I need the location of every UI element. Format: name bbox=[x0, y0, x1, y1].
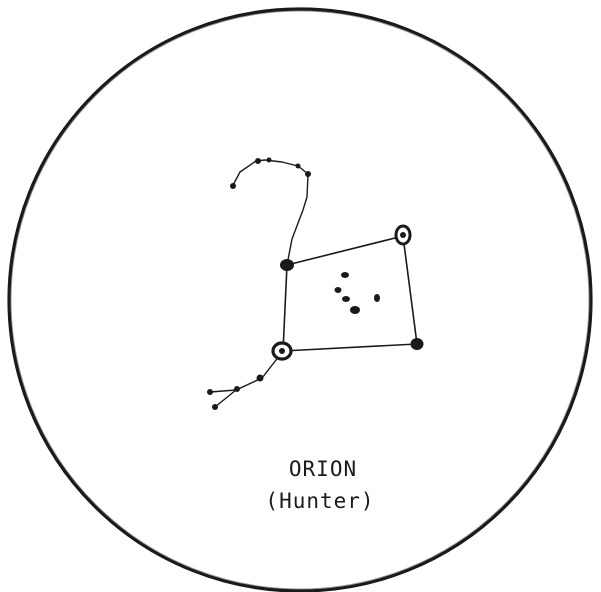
belt-star bbox=[341, 272, 349, 278]
leg-line-lower bbox=[215, 390, 236, 407]
rigel-star bbox=[411, 338, 424, 350]
leg-star bbox=[212, 404, 218, 410]
club-arm-line bbox=[232, 160, 308, 265]
constellation-subtitle: (Hunter) bbox=[265, 489, 374, 513]
club-star bbox=[305, 171, 311, 177]
leg-line-upper bbox=[210, 351, 283, 392]
leg-star bbox=[257, 375, 264, 382]
club-star bbox=[255, 158, 261, 164]
club-star bbox=[267, 158, 272, 163]
saiph-star-core bbox=[279, 348, 285, 354]
leg-star bbox=[207, 389, 213, 395]
body-outline bbox=[283, 236, 417, 351]
club-star bbox=[296, 164, 301, 169]
belt-star bbox=[374, 294, 380, 302]
leg-star bbox=[234, 386, 240, 392]
belt-star bbox=[350, 306, 360, 314]
club-star bbox=[230, 183, 236, 189]
belt-star bbox=[335, 287, 342, 293]
belt-star bbox=[342, 296, 350, 302]
bellatrix-star-core bbox=[400, 232, 406, 238]
constellation-title: ORION bbox=[289, 457, 357, 481]
betelgeuse-star bbox=[280, 259, 294, 271]
